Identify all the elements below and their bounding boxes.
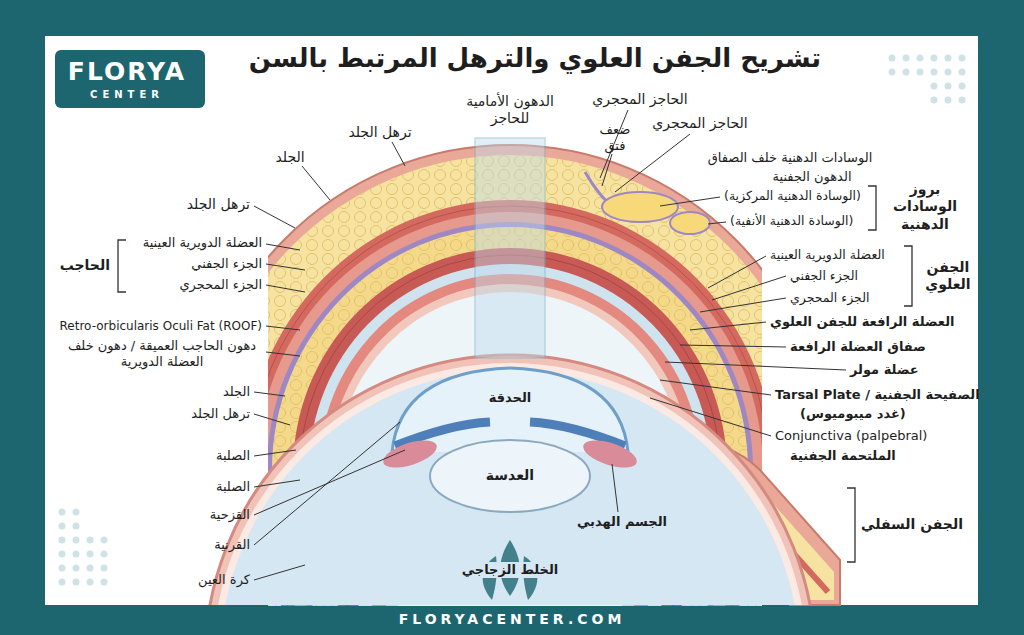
anatomy-label: القزحية	[210, 507, 250, 523]
anatomy-label: الجلد	[223, 384, 250, 400]
anatomy-label: الجزء الجفني	[790, 268, 858, 284]
anatomy-label: الدهون الأمامية للحاجز	[450, 93, 570, 128]
anatomy-label: الصلبة	[216, 479, 250, 495]
anatomy-label: Retro-orbicularis Oculi Fat (ROOF)	[60, 319, 262, 334]
anatomy-label: ترهل الجلد	[187, 196, 250, 214]
anatomy-label: الملتحمة الجفنية	[790, 448, 896, 464]
anatomy-label: العضلة الدويرية العينية	[770, 247, 885, 263]
anatomy-label: الخلط الزجاجي	[459, 562, 562, 578]
anatomy-label: الجزء المحجري	[179, 277, 262, 293]
group-label: الحاجب	[60, 257, 110, 275]
group-label: بروز الوسادات الدهنية	[880, 181, 970, 234]
logo-text: FLORYA	[68, 56, 186, 87]
anatomy-label: القرنية	[214, 537, 250, 553]
anatomy-label: ضعف فتق	[598, 122, 632, 155]
website-url: FLORYACENTER.COM	[399, 611, 626, 629]
anatomy-label: العضلة الدويرية العينية	[143, 235, 262, 251]
anatomy-label: (الوسادة الدهنية الأنفية)	[730, 213, 853, 229]
anatomy-label: ترهل الجلد	[348, 124, 411, 142]
anatomy-label: (غدد ميبوميوس)	[800, 406, 906, 422]
logo-text: CENTER	[90, 89, 164, 102]
anatomy-label: الصفيحة الجفنية / Tarsal Plate	[775, 387, 980, 403]
anatomy-label: الوسادات الدهنية خلف الصفاق	[708, 150, 873, 166]
anatomy-label: دهون الحاجب العميقة / دهون خلف العضلة ال…	[62, 338, 262, 371]
leader-lines	[254, 110, 846, 580]
group-label: الجفن العلوي	[918, 259, 978, 294]
anatomy-label: الجسم الهدبي	[577, 514, 667, 530]
anatomy-label: ترهل الجلد	[191, 406, 250, 422]
anatomy-label: كرة العين	[198, 572, 250, 588]
anatomy-label: الجلد	[275, 149, 304, 167]
anatomy-label: العضلة الرافعة للجفن العلوي	[770, 314, 955, 330]
anatomy-label: الجزء الجفني	[191, 256, 262, 272]
anatomy-label: الحدقة	[489, 390, 532, 406]
zoom-column	[475, 138, 545, 358]
anatomy-label: الحاجز المحجري	[592, 91, 687, 109]
anatomy-label: الجزء المحجري	[790, 290, 869, 306]
bracket	[118, 186, 912, 562]
anatomy-label: الصلبة	[216, 448, 250, 464]
anatomy-label: الدهون الجفنية	[772, 169, 851, 185]
anatomy-label: صفاق العضلة الرافعة	[790, 339, 926, 355]
dot-grid	[59, 55, 966, 586]
diagram-title: تشريح الجفن العلوي والترهل المرتبط بالسن	[249, 42, 821, 75]
eyeball	[205, 355, 815, 605]
anatomy-label: (الوسادة الدهنية المركزية)	[724, 188, 861, 204]
anatomy-label: Conjunctiva (palpebral)	[775, 428, 927, 444]
logo-plate	[55, 50, 205, 108]
anatomy-label: الحاجز المحجري	[652, 115, 747, 133]
anatomy-label: العدسة	[486, 467, 534, 485]
anatomy-label: عضلة مولر	[850, 362, 919, 378]
group-label: الجفن السفلي	[861, 516, 963, 534]
